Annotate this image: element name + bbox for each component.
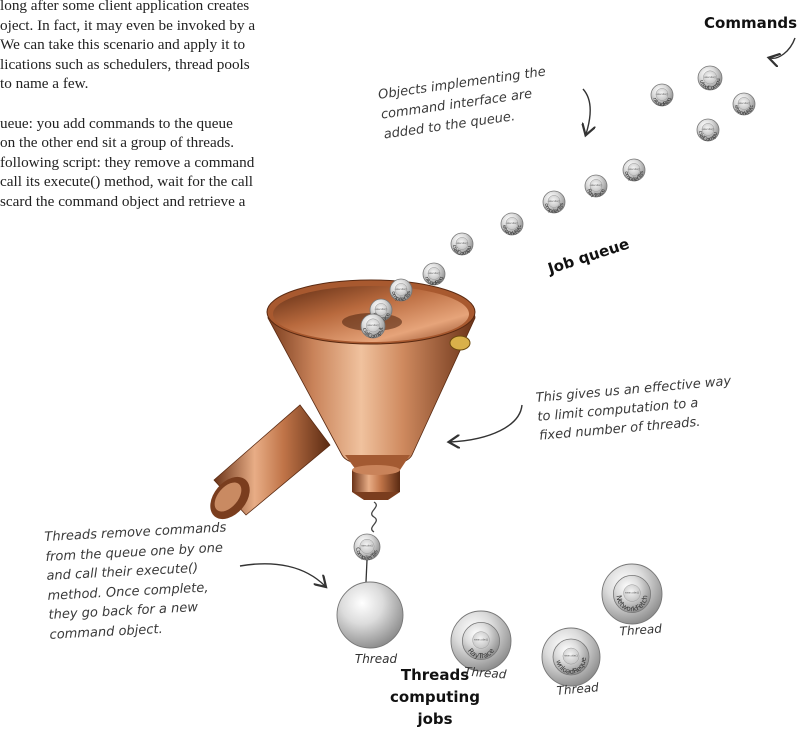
queue-command-ball: execute()NetworkFetch <box>0 0 524 237</box>
execute-core <box>589 179 603 192</box>
execute-text: execute() <box>456 242 467 245</box>
body-line: to name a few. <box>0 75 89 93</box>
body-line: call its execute() method, wait for the … <box>0 173 254 191</box>
queue-command-ball: execute()DownloadRequest <box>0 0 674 108</box>
execute-text: execute() <box>590 184 601 187</box>
execute-core <box>627 163 641 176</box>
body-line: following script: they remove a command <box>0 153 255 171</box>
command-name: FinancialComputation <box>0 0 473 257</box>
threads-arrow <box>239 563 325 586</box>
body-line: long after some client application creat… <box>0 0 250 14</box>
body-line: on the other end sit a group of threads. <box>0 134 235 152</box>
copper-funnel <box>210 279 476 520</box>
command-name: CompilerTask <box>0 0 412 303</box>
queue-command-ball: execute()FinancialComputation <box>0 0 720 143</box>
effective-arrow <box>450 404 523 442</box>
execute-text: execute() <box>506 222 517 225</box>
command-name: CompilerTask <box>0 0 380 562</box>
funnel-spout <box>210 404 331 520</box>
execute-text: execute() <box>395 288 406 291</box>
execute-core <box>737 97 751 110</box>
thread-job: execute()NetworkFetch <box>613 575 652 613</box>
command-name: DownloadRequest <box>0 0 673 108</box>
execute-core <box>703 70 717 85</box>
threads-computing-heading: Threads computing jobs <box>360 664 510 730</box>
execute-text: execute() <box>367 324 378 327</box>
queue-command-ball: execute()CompilerTask <box>0 0 413 303</box>
execute-text: execute() <box>625 591 639 595</box>
queue-command-ball: execute()FinancialComputation <box>0 0 474 257</box>
execute-core <box>394 283 408 296</box>
thread-label: Thread <box>556 680 600 698</box>
execute-text: execute() <box>628 168 639 171</box>
execute-core <box>655 88 669 101</box>
command-name: NetworkFetch <box>0 0 755 117</box>
command-name: FinancialComputation <box>0 0 719 143</box>
execute-core <box>455 237 469 250</box>
command-name: DistributedComputation <box>0 0 722 92</box>
thread-label: Thread <box>355 652 398 666</box>
queue-command-ball: execute()DistributedComputation <box>0 0 723 92</box>
thread-label: Thread <box>619 622 662 639</box>
queue-command-ball: execute()CompilerTask <box>0 0 566 215</box>
execute-text: execute() <box>474 638 488 642</box>
execute-core <box>505 217 519 230</box>
execute-text: execute() <box>656 93 667 96</box>
funnel-handle <box>449 335 471 351</box>
command-name: DownloadRequest <box>0 0 445 287</box>
objects-arrow <box>583 88 590 134</box>
execute-core <box>701 123 715 136</box>
drip-line <box>371 501 377 533</box>
command-name: RayTrace <box>466 646 496 660</box>
thread-sphere <box>336 581 404 649</box>
body-line: lications such as schedulers, thread poo… <box>0 55 250 73</box>
body-line: We can take this scenario and apply it t… <box>0 36 246 54</box>
execute-text: execute() <box>375 308 386 311</box>
body-paragraph: long after some client application creat… <box>0 0 330 212</box>
command-name: CompilerTask <box>0 0 565 215</box>
execute-text: execute() <box>738 102 749 105</box>
thread-job-ball: execute() RayTrace <box>461 622 500 660</box>
command-name: CompilerTask <box>0 0 645 183</box>
execute-text: execute() <box>361 545 372 548</box>
falling-command-ball: execute()CompilerTask <box>0 0 381 562</box>
command-name: NetworkFetch <box>0 0 523 237</box>
execute-core <box>472 631 490 649</box>
commands-arrow <box>770 37 796 58</box>
body-line: oject. In fact, it may even be invoked b… <box>0 16 256 34</box>
body-line: scard the command object and retrieve a <box>0 192 246 210</box>
body-line: ueue: you add commands to the queue <box>0 114 233 132</box>
queue-command-ball: execute()NetworkFetch <box>0 0 756 117</box>
job-queue-label: Job queue <box>545 235 632 278</box>
execute-text: execute() <box>548 200 559 203</box>
queue-command-ball: execute()DownloadRequest <box>0 0 446 287</box>
threads-computing-line: jobs <box>417 710 453 728</box>
execute-core <box>366 318 380 333</box>
execute-core <box>374 303 388 316</box>
execute-core <box>547 195 561 208</box>
threads-computing-line: Threads computing <box>390 666 480 706</box>
funnel-stem <box>352 470 400 492</box>
execute-text: execute() <box>702 128 713 131</box>
execute-core <box>623 584 641 602</box>
execute-text: execute() <box>564 654 578 658</box>
queue-command-ball: execute()RayTrace <box>584 174 608 200</box>
thread-job-ball: execute()NetworkFetch <box>613 575 652 613</box>
execute-text: execute() <box>704 76 715 79</box>
execute-core <box>359 538 375 554</box>
command-name: RayTrace <box>585 188 607 200</box>
thread-label: Thread <box>464 665 507 682</box>
thread-job: execute() RayTrace <box>461 622 500 660</box>
commands-heading: Commands <box>704 14 797 32</box>
execute-core <box>562 647 580 665</box>
execute-core <box>427 267 441 280</box>
queue-command-ball: execute()CompilerTask <box>0 0 646 183</box>
execute-text: execute() <box>428 272 439 275</box>
thread: Thread <box>336 581 404 666</box>
